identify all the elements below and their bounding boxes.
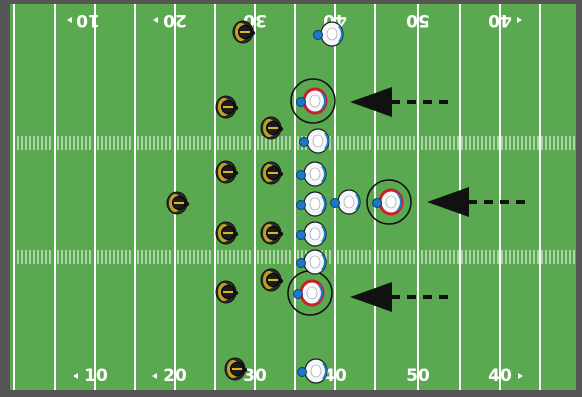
hash-marks [17,136,575,264]
defense-player [296,161,327,187]
offense-player [232,20,256,44]
direction-arrow-top-10 [67,17,72,23]
top-yard-numbers: 10 20 30 40 50 40 [67,10,522,30]
yard-number-bottom-30: 30 [243,366,267,386]
offense-player [166,191,190,215]
direction-arrow-bottom-20 [152,373,157,379]
offense-player [215,280,239,304]
yard-number-bottom-40b: 40 [488,366,512,386]
defense-player [297,358,328,384]
motion-arrow-middle [427,187,525,217]
defense-player [313,21,344,47]
motion-arrow-top [350,87,448,117]
offense-players [166,20,284,381]
yard-number-bottom-40: 40 [323,366,347,386]
highlight-ring-top [290,78,336,124]
yard-number-bottom-10: 10 [84,366,108,386]
direction-arrow-bottom-40b [518,373,523,379]
yard-number-bottom-50: 50 [406,366,430,386]
bottom-yard-numbers: 10 20 30 40 50 40 [73,366,523,386]
offense-player [260,161,284,185]
offense-player [260,268,284,292]
motion-arrows [350,87,525,312]
direction-arrow-top-40b [517,17,522,23]
defense-players [293,21,404,384]
yard-number-top-20: 20 [163,10,187,30]
defense-player [296,191,327,217]
yard-number-bottom-20: 20 [163,366,187,386]
motion-arrow-bottom [350,282,448,312]
direction-arrow-top-20 [153,17,158,23]
defense-player [296,221,327,247]
offense-player [224,357,248,381]
offense-player [260,116,284,140]
offense-player [215,160,239,184]
defense-player-highlighted [293,279,325,307]
defense-player [299,128,330,154]
defense-player [296,249,327,275]
direction-arrow-bottom-10 [73,373,78,379]
offense-player [260,221,284,245]
yard-number-top-40b: 40 [488,10,512,30]
highlight-ring-middle [366,179,412,225]
defense-player-highlighted [372,188,404,216]
defense-player [330,189,361,215]
offense-player [215,95,239,119]
offense-player [215,221,239,245]
field-turf [10,4,576,390]
defense-player-highlighted [296,87,328,115]
yard-number-top-10: 10 [76,10,100,30]
yard-number-top-50: 50 [406,10,430,30]
